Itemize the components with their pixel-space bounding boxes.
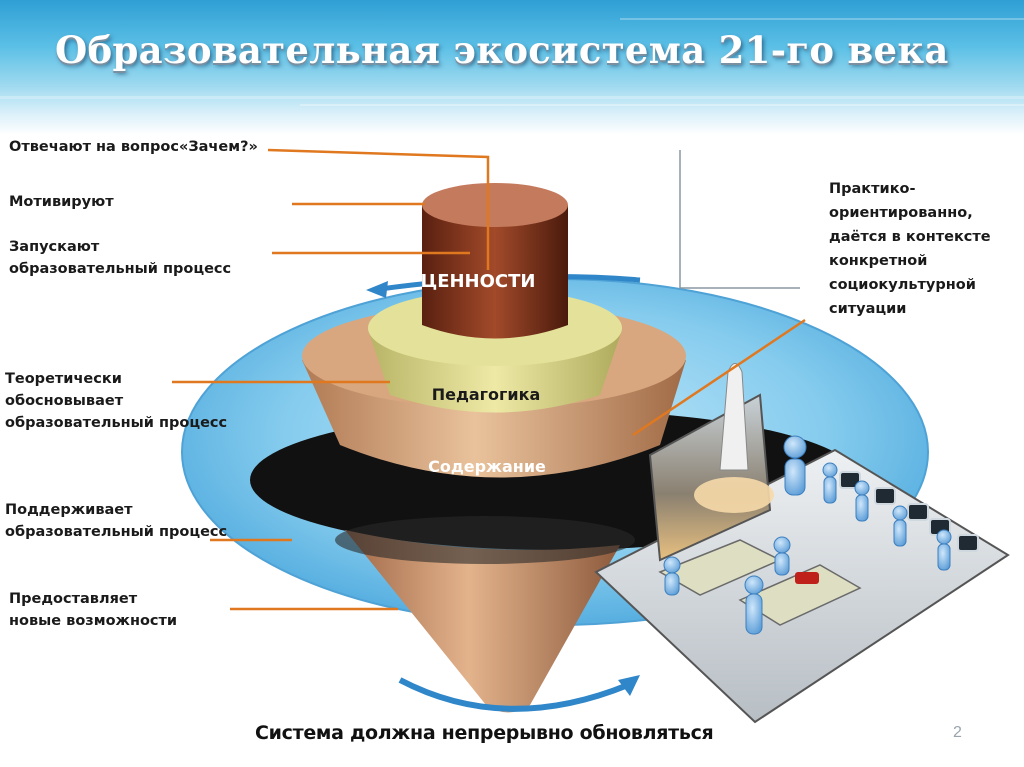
cone-rim: [335, 516, 635, 564]
leader-line-practice: [632, 318, 806, 437]
page-number: 2: [953, 724, 962, 741]
rocket-exhaust: [694, 477, 774, 513]
label-line: ориентированно,: [829, 205, 973, 221]
label-line: Мотивируют: [9, 194, 114, 210]
label-theory-process: Теоретически обосновывает образовательны…: [5, 368, 227, 434]
label-line: социокультурной: [829, 277, 976, 293]
bracket-line-practice: [679, 150, 800, 289]
values-cylinder: [422, 205, 568, 339]
label-line: новые возможности: [9, 613, 178, 629]
slide-title: Образовательная экосистема 21-го века: [55, 28, 949, 72]
arrowhead-bottom: [618, 675, 640, 696]
footer-caption: Система должна непрерывно обновляться: [255, 722, 714, 744]
label-line: Запускают: [9, 239, 100, 255]
label-line: Практико-: [829, 181, 916, 197]
rotation-arrow-bottom: [398, 677, 630, 712]
label-line: Поддерживает: [5, 502, 133, 518]
values-cylinder-top: [422, 183, 568, 227]
label-line: ситуации: [829, 301, 907, 317]
label-line: Отвечают на вопрос«Зачем?»: [9, 139, 258, 155]
desk-center: [738, 564, 862, 626]
label-line: образовательный процесс: [9, 261, 232, 277]
label-line: конкретной: [829, 253, 928, 269]
label-line: образовательный процесс: [5, 524, 228, 540]
leader-lines: [172, 148, 806, 611]
label-new-opportunities: Предоставляет новые возможности: [9, 588, 177, 632]
label-practice-oriented: Практико- ориентированно, даётся в конте…: [829, 177, 991, 321]
label-motivate: Мотивируют: [9, 191, 114, 213]
monitor-row: [839, 471, 979, 552]
arrowhead-top: [366, 281, 388, 298]
support-cone: [345, 530, 620, 713]
header-banner: [0, 0, 1024, 135]
label-line: обосновывает: [5, 393, 124, 409]
label-support-process: Поддерживает образовательный процесс: [5, 499, 227, 543]
layer-label-content: Содержание: [428, 457, 546, 476]
people-figures: [663, 435, 952, 635]
label-line: образовательный процесс: [5, 415, 228, 431]
label-line: Предоставляет: [9, 591, 138, 607]
layer-label-pedagogy: Педагогика: [432, 385, 541, 404]
classroom-illustration: [594, 363, 1010, 724]
label-line: Теоретически: [5, 371, 122, 387]
layer-label-values: ЦЕННОСТИ: [421, 271, 536, 292]
label-answer-why: Отвечают на вопрос«Зачем?»: [9, 136, 258, 158]
leader-line-why: [267, 148, 490, 270]
label-line: даётся в контексте: [829, 229, 991, 245]
label-launch-process: Запускают образовательный процесс: [9, 236, 231, 280]
red-object: [795, 572, 819, 584]
